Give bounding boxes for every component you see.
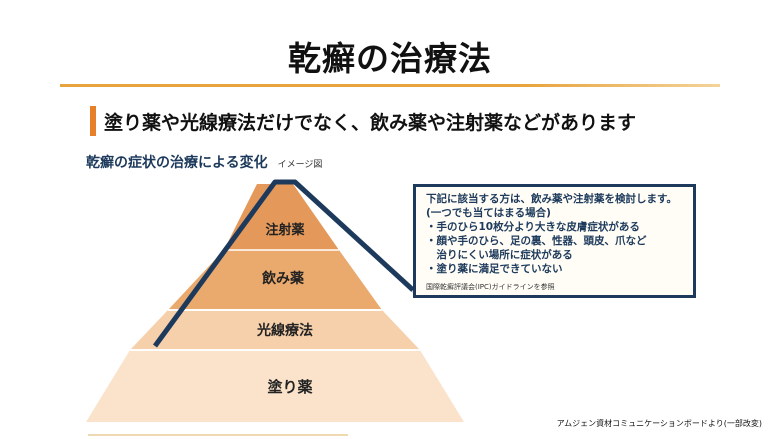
callout-source: 国際乾癬評議会(IPC)ガイドラインを参照 xyxy=(426,283,555,291)
figure-title-text: 乾癬の症状の治療による変化 xyxy=(86,155,268,171)
criteria-item: ・塗り薬に満足できていない xyxy=(426,263,563,275)
tier-label-topical: 塗り薬 xyxy=(267,378,313,396)
page-title: 乾癬の治療法 xyxy=(288,39,492,78)
tier-oral-shape xyxy=(168,250,382,310)
bottom-divider xyxy=(88,434,348,436)
tier-injection-shape xyxy=(224,184,339,250)
footer-source: アムジェン資材コミュニケーションボードより(一部改変) xyxy=(556,419,762,428)
tier-label-light: 光線療法 xyxy=(257,323,313,339)
criteria-list: ・手のひら10枚分より大きな皮膚症状がある ・顔や手のひら、足の裏、性器、頭皮、… xyxy=(426,220,685,276)
tier-label-oral: 飲み薬 xyxy=(262,271,304,287)
figure-tag: イメージ図 xyxy=(277,160,323,170)
tier-topical-shape xyxy=(86,350,464,422)
subtitle: 塗り薬や光線療法だけでなく、飲み薬や注射薬などがあります xyxy=(104,112,637,134)
figure-title: 乾癬の症状の治療による変化イメージ図 xyxy=(86,152,322,172)
criteria-callout: 下記に該当する方は、飲み薬や注射薬を検討します。(一つでも当てはまる場合) ・手… xyxy=(413,184,696,298)
title-divider xyxy=(60,84,720,87)
tier-light-shape xyxy=(130,310,420,350)
systemic-outline xyxy=(152,179,415,348)
callout-intro: 下記に該当する方は、飲み薬や注射薬を検討します。(一つでも当てはまる場合) xyxy=(426,193,677,219)
criteria-item: ・手のひら10枚分より大きな皮膚症状がある xyxy=(426,221,640,233)
criteria-item: ・顔や手のひら、足の裏、性器、頭皮、爪など xyxy=(426,235,647,247)
tier-label-injection: 注射薬 xyxy=(265,223,305,238)
subtitle-accent-bar xyxy=(90,106,96,136)
criteria-item: 治りにくい場所に症状がある xyxy=(426,249,573,261)
